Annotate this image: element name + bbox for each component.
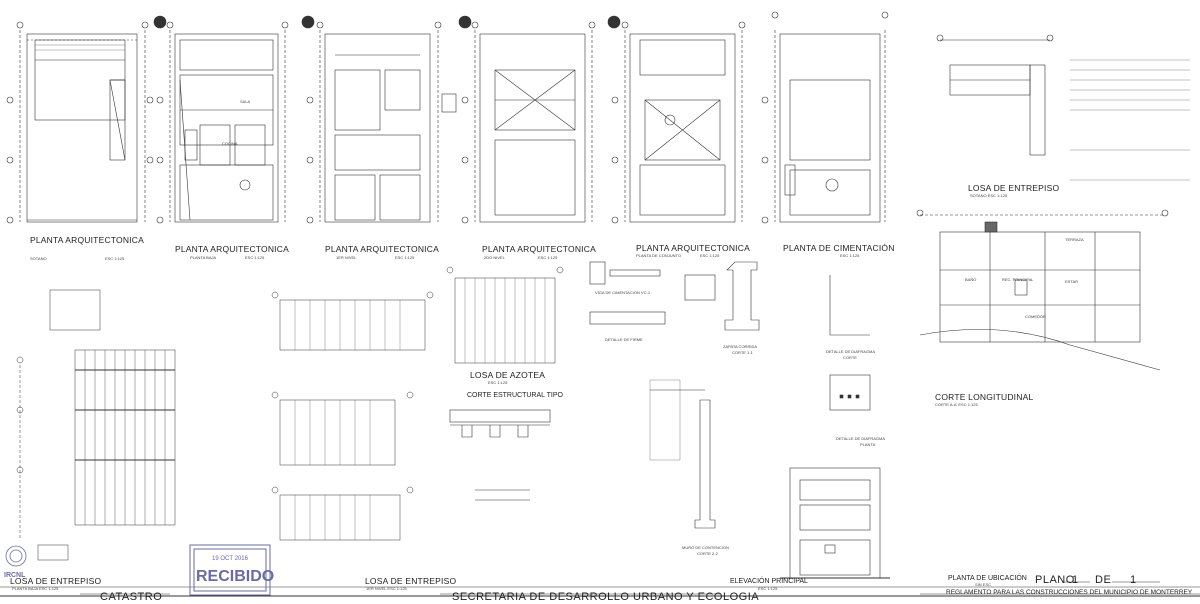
label-muro-sub: CORTE 2-2 bbox=[697, 551, 718, 556]
stamp-seal bbox=[5, 545, 27, 567]
losa-azotea bbox=[446, 266, 564, 364]
room-sala: SALA bbox=[240, 99, 251, 104]
stamp-ircnl: IRCNL bbox=[4, 572, 26, 579]
corte-longitudinal bbox=[916, 209, 1169, 371]
losas-medias bbox=[271, 291, 434, 541]
title-conjunto: PLANTA ARQUITECTONICA bbox=[636, 243, 750, 253]
scale-elevacion: ESC 1:125 bbox=[758, 586, 778, 591]
titleblock-ubicacion-sub: SIN ESC bbox=[975, 582, 992, 587]
stamp-recibido bbox=[189, 544, 271, 596]
subtitle-losa-entrepiso-pb: PLANTA BAJA ESC 1:125 bbox=[12, 586, 59, 591]
title-elevacion: ELEVACIÓN PRINCIPAL bbox=[730, 578, 808, 585]
label-diafragma-planta: DETALLE DE DIAFRAGMA bbox=[836, 436, 886, 441]
label-zapata: ZAPATA CORRIDA bbox=[723, 344, 758, 349]
titleblock-reglamento: REGLAMENTO PARA LAS CONSTRUCCIONES DEL M… bbox=[946, 589, 1193, 596]
label-firme: DETALLE DE FIRME bbox=[605, 337, 643, 342]
scale-losa-azotea: ESC 1:125 bbox=[488, 380, 508, 385]
subtitle-corte-longitudinal: CORTE A-A' ESC 1:125 bbox=[935, 402, 978, 407]
elevacion-principal bbox=[780, 467, 890, 579]
title-1er-nivel: PLANTA ARQUITECTONICA bbox=[325, 244, 439, 254]
titleblock-lines bbox=[80, 581, 1200, 595]
title-losa-entrepiso-1er: LOSA DE ENTREPISO bbox=[365, 576, 457, 586]
plan-conjunto bbox=[607, 15, 746, 224]
corte-estructural bbox=[449, 409, 551, 501]
scale-1er-nivel: ESC 1:125 bbox=[395, 255, 415, 260]
titleblock-de-label: DE bbox=[1095, 574, 1112, 586]
titleblock-secretaria: SECRETARIA DE DESARROLLO URBANO Y ECOLOG… bbox=[452, 591, 760, 603]
scale-planta-baja: ESC 1:125 bbox=[245, 255, 265, 260]
scale-conjunto: ESC 1:125 bbox=[700, 253, 720, 258]
title-corte-longitudinal: CORTE LONGITUDINAL bbox=[935, 392, 1034, 402]
title-planta-baja: PLANTA ARQUITECTONICA bbox=[175, 244, 289, 254]
title-losa-azotea: LOSA DE AZOTEA bbox=[470, 370, 546, 380]
plan-planta-baja bbox=[153, 15, 289, 224]
title-cimentacion: PLANTA DE CIMENTACIÓN bbox=[783, 243, 895, 253]
plan-1er-nivel bbox=[301, 15, 457, 224]
stamp-recibido-text: RECIBIDO bbox=[196, 568, 275, 585]
titleblock-catastro: CATASTRO bbox=[100, 591, 163, 603]
title-losa-entrepiso-sotano: LOSA DE ENTREPISO bbox=[968, 183, 1060, 193]
title-corte-estructural: CORTE ESTRUCTURAL TIPO bbox=[467, 392, 563, 399]
stamp-date: 19 OCT 2016 bbox=[212, 556, 248, 562]
detalles bbox=[589, 261, 871, 529]
plan-cimentacion bbox=[761, 11, 889, 224]
room-recamara: REC. PRINCIPAL bbox=[1002, 277, 1034, 282]
titleblock-ubicacion: PLANTA DE UBICACIÓN bbox=[948, 575, 1027, 582]
subtitle-sotano: SOTANO bbox=[30, 256, 47, 261]
losa-entrepiso-planta-baja bbox=[16, 289, 176, 561]
titleblock-plano-label: PLANO bbox=[1035, 574, 1075, 586]
room-cocina: COCINA bbox=[222, 141, 238, 146]
scale-sotano: ESC 1:125 bbox=[105, 256, 125, 261]
title-planta-sotano: PLANTA ARQUITECTONICA bbox=[30, 235, 144, 245]
label-diafragma-sub: CORTE bbox=[843, 355, 857, 360]
plan-sotano bbox=[6, 21, 154, 224]
label-muro: MURO DE CONTENCION bbox=[682, 545, 729, 550]
subtitle-losa-entrepiso-1er: 1ER NIVEL ESC 1:125 bbox=[366, 586, 407, 591]
subtitle-conjunto: PLANTA DE CONJUNTO bbox=[636, 253, 681, 258]
subtitle-losa-entrepiso-sotano: SOTANO ESC 1:125 bbox=[970, 193, 1008, 198]
room-bano: BAÑO bbox=[965, 277, 977, 282]
title-losa-entrepiso-pb: LOSA DE ENTREPISO bbox=[10, 576, 102, 586]
subtitle-planta-baja: PLANTA BAJA bbox=[190, 255, 217, 260]
label-zapata-sub: CORTE 1-1 bbox=[732, 350, 753, 355]
titleblock-plano-total: 1 bbox=[1130, 574, 1137, 586]
room-terraza: TERRAZA bbox=[1065, 237, 1084, 242]
scale-2do-nivel: ESC 1:125 bbox=[538, 255, 558, 260]
label-diafragma-planta-sub: PLANTA bbox=[860, 442, 876, 447]
title-2do-nivel: PLANTA ARQUITECTONICA bbox=[482, 244, 596, 254]
label-diafragma: DETALLE DE DIAFRAGMA bbox=[826, 349, 876, 354]
losa-entrepiso-sotano bbox=[936, 34, 1190, 181]
scale-cimentacion: ESC 1:125 bbox=[840, 253, 860, 258]
subtitle-1er-nivel: 1ER NIVEL bbox=[336, 255, 357, 260]
subtitle-2do-nivel: 2DO NIVEL bbox=[484, 255, 505, 260]
room-comedor: COMEDOR bbox=[1025, 314, 1046, 319]
titleblock-plano-num: 1 bbox=[1072, 574, 1079, 586]
room-estar: ESTAR bbox=[1065, 279, 1079, 284]
plan-2do-nivel bbox=[458, 15, 596, 224]
label-viga: VIGA DE CIMENTACION VC-1 bbox=[595, 290, 651, 295]
